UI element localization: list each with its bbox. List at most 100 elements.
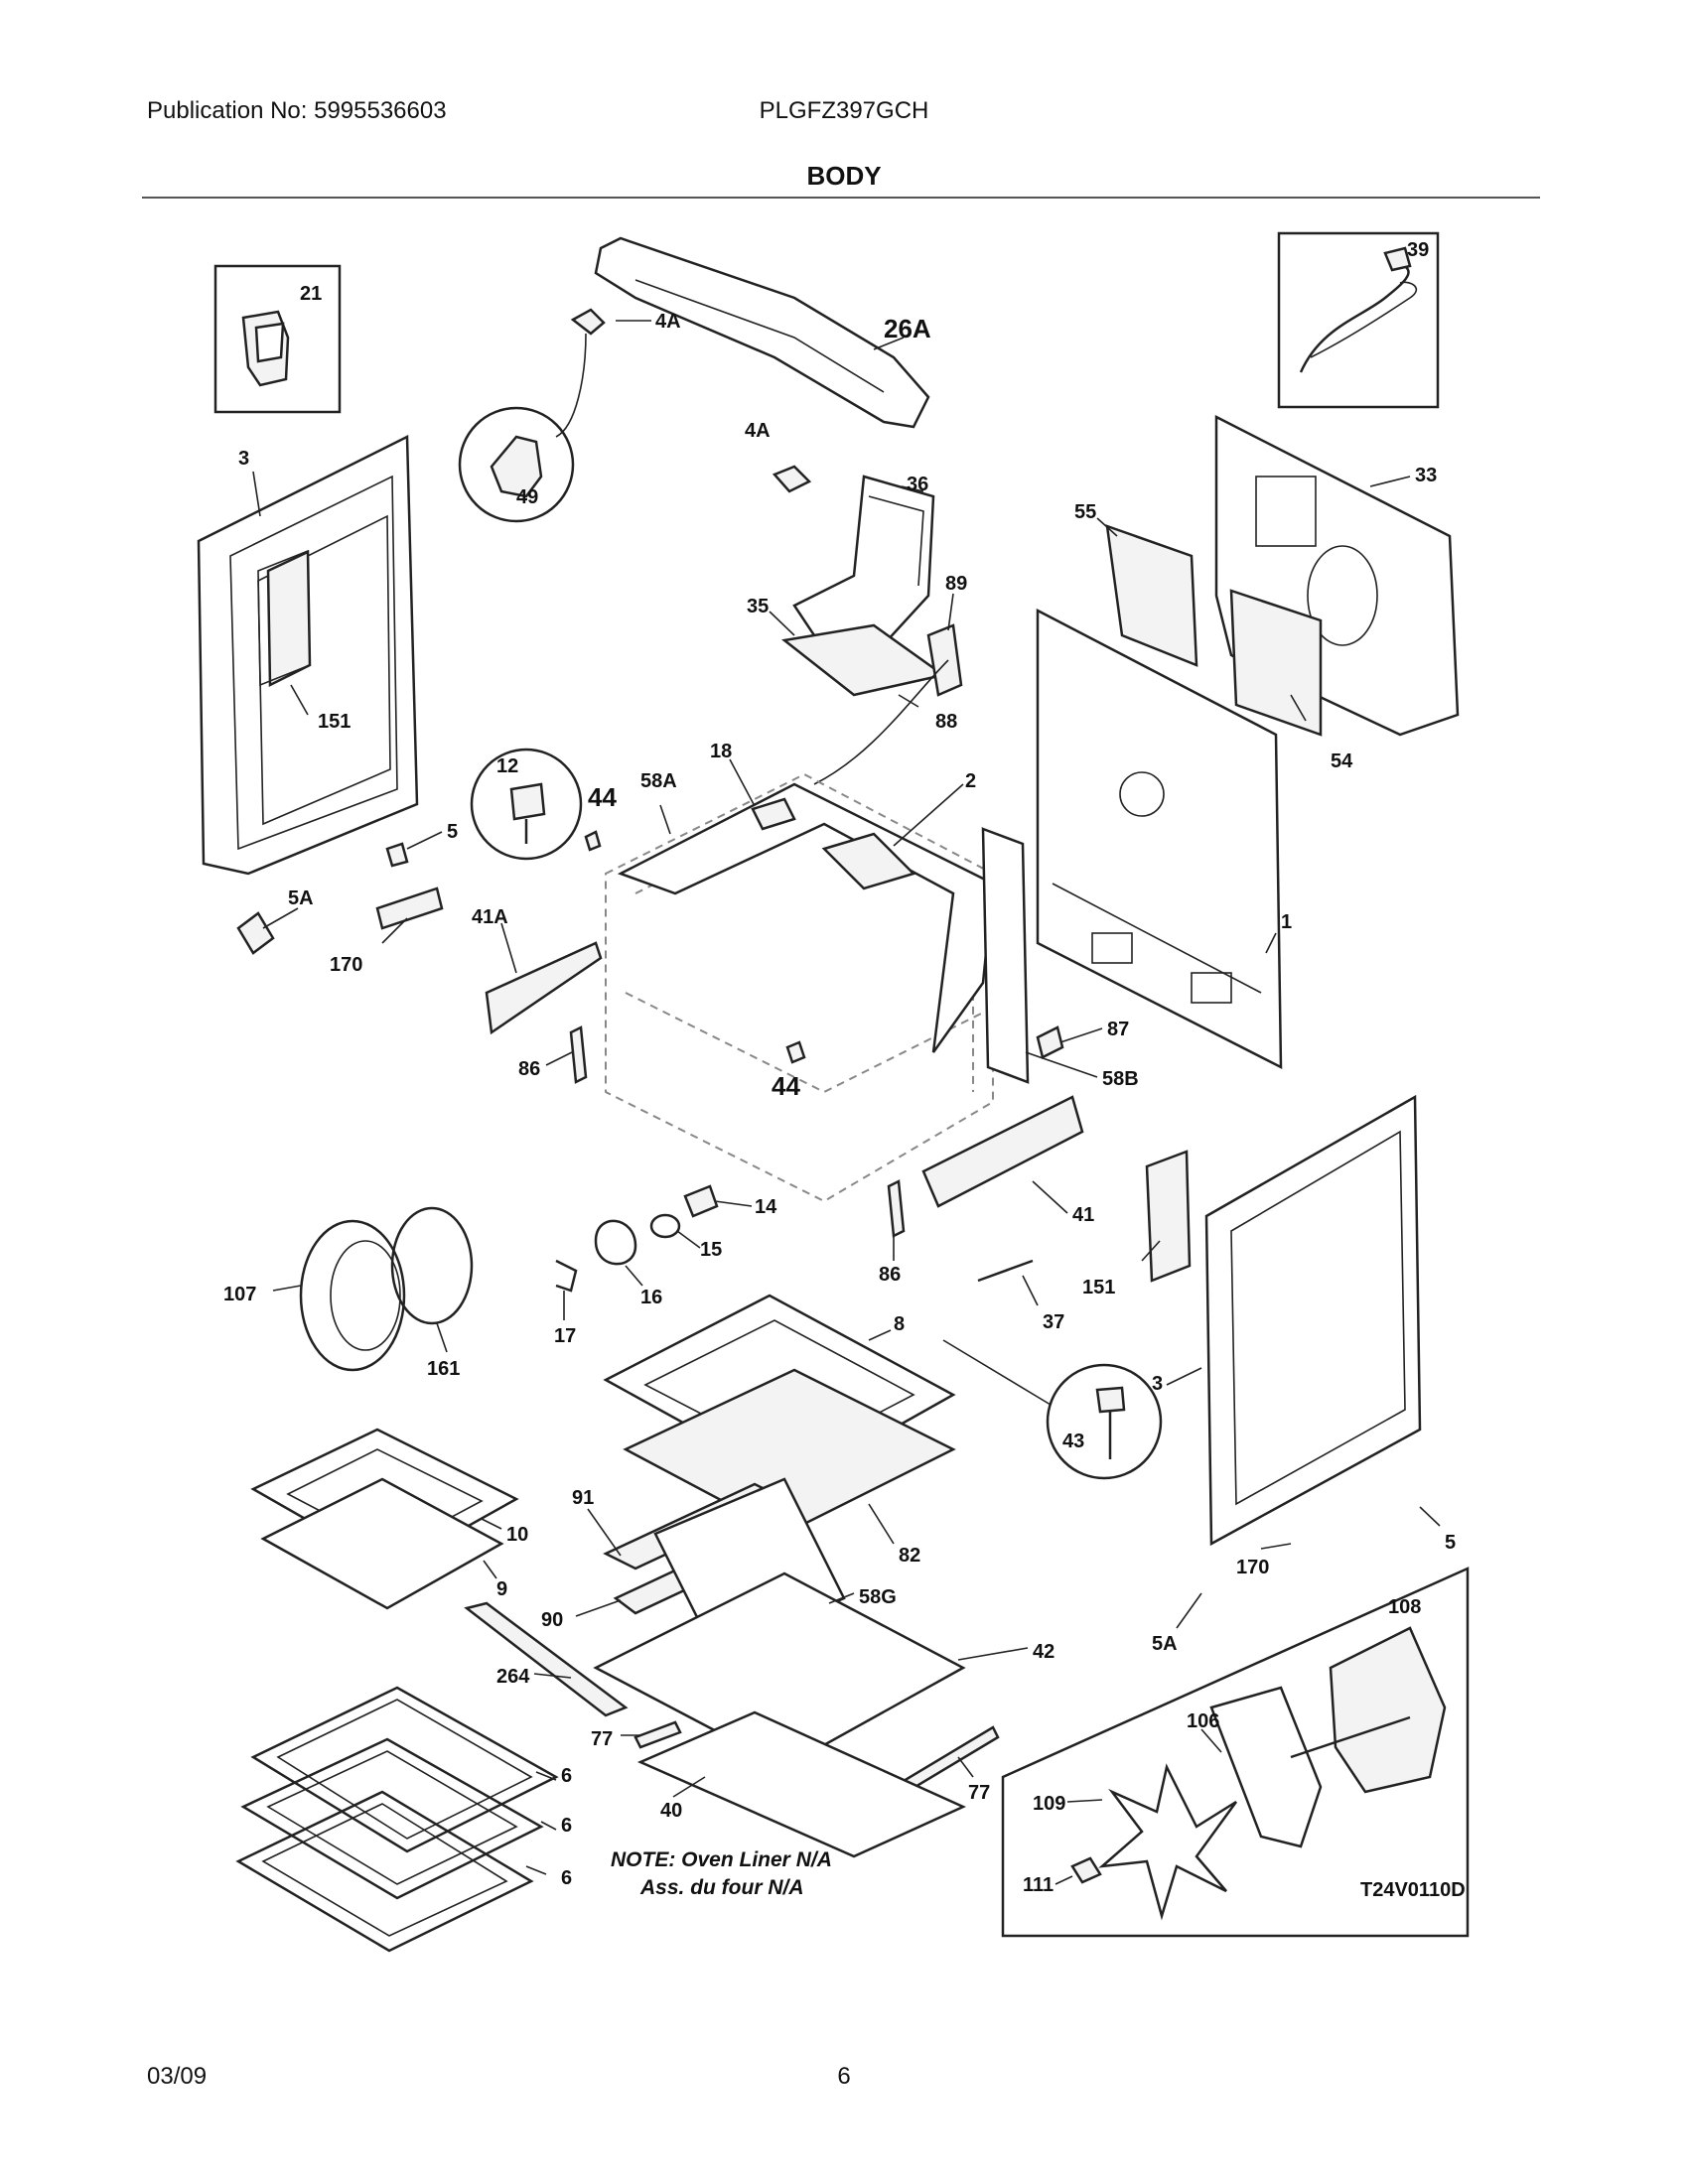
inset-box-21 — [213, 264, 342, 414]
right-door-3 — [1204, 1094, 1422, 1547]
callout-151-right: 151 — [1082, 1277, 1115, 1298]
footer-date: 03/09 — [147, 2063, 208, 2090]
part-89-88 — [813, 623, 963, 785]
callout-86-left: 86 — [518, 1058, 540, 1080]
hinge-170-left — [375, 887, 444, 930]
bracket-86-mid — [887, 1179, 906, 1238]
fan-blade-109 — [1098, 1763, 1238, 1921]
screw-5-left — [385, 842, 409, 868]
callout-151-left: 151 — [318, 711, 351, 733]
callout-6-a: 6 — [561, 1765, 572, 1787]
callout-8: 8 — [894, 1313, 905, 1335]
bracket-87 — [1036, 1025, 1064, 1059]
callout-44-mid: 44 — [772, 1071, 800, 1101]
callout-40: 40 — [660, 1800, 682, 1822]
bracket-4a-top — [570, 308, 606, 336]
gasket-161 — [390, 1206, 474, 1325]
oven-cavity-outline — [605, 772, 994, 1203]
note-line-2: Ass. du four N/A — [639, 1876, 804, 1899]
callout-86-mid: 86 — [879, 1264, 901, 1286]
callout-90: 90 — [541, 1609, 563, 1631]
callout-82: 82 — [899, 1545, 920, 1567]
callout-26a: 26A — [884, 314, 931, 343]
convection-fan-inset — [1001, 1567, 1470, 1938]
callout-109: 109 — [1033, 1793, 1065, 1815]
callout-4a-mid: 4A — [745, 420, 771, 442]
callout-5-right: 5 — [1445, 1532, 1456, 1554]
callout-16: 16 — [640, 1287, 662, 1308]
diagram-code: T24V0110D — [1360, 1879, 1466, 1901]
callout-42: 42 — [1033, 1641, 1055, 1663]
callout-18: 18 — [710, 741, 732, 762]
oven-rack-6-a — [250, 1686, 559, 1853]
part-2 — [821, 832, 916, 890]
model-number: PLGFZ397GCH — [759, 97, 929, 124]
callout-170-left: 170 — [330, 954, 362, 976]
insulation-58a — [617, 782, 995, 1053]
callout-41: 41 — [1072, 1204, 1094, 1226]
detail-circle-49 — [458, 406, 575, 523]
part-55 — [1105, 524, 1198, 667]
bracket-86-left — [569, 1025, 588, 1084]
callout-5a-right: 5A — [1152, 1633, 1178, 1655]
rear-panel-1 — [1036, 608, 1283, 1070]
callout-12: 12 — [496, 755, 518, 777]
broiler-pan-9 — [260, 1477, 504, 1610]
callout-43: 43 — [1062, 1431, 1084, 1452]
callout-77-right: 77 — [968, 1782, 990, 1804]
callout-44-top: 44 — [588, 782, 617, 812]
callout-87: 87 — [1107, 1019, 1129, 1040]
clip-17 — [555, 1259, 578, 1293]
bulb-15 — [649, 1213, 681, 1239]
callout-264: 264 — [496, 1666, 530, 1688]
inset-box-39 — [1277, 231, 1440, 409]
rail-264 — [464, 1601, 629, 1717]
detail-circle-43 — [1046, 1363, 1163, 1480]
callout-15: 15 — [700, 1239, 722, 1261]
callout-4a-top: 4A — [655, 311, 681, 333]
callout-41a: 41A — [472, 906, 508, 928]
callout-2: 2 — [965, 770, 976, 792]
footer-page-number: 6 — [837, 2063, 851, 2090]
callout-6-b: 6 — [561, 1815, 572, 1837]
part-18 — [751, 797, 796, 831]
callout-91: 91 — [572, 1487, 594, 1509]
callout-54: 54 — [1331, 751, 1353, 772]
callout-9: 9 — [496, 1578, 507, 1600]
callout-170-right: 170 — [1236, 1557, 1269, 1578]
callout-6-c: 6 — [561, 1867, 572, 1889]
part-44-top — [584, 830, 602, 852]
oven-rack-6-b — [240, 1737, 544, 1900]
publication-number: Publication No: 5995536603 — [147, 97, 447, 124]
callout-1: 1 — [1281, 911, 1292, 933]
callout-88: 88 — [935, 711, 957, 733]
fan-cover-107 — [299, 1219, 406, 1372]
part-44-mid — [785, 1040, 806, 1064]
callout-5a-left: 5A — [288, 887, 314, 909]
panel-40 — [636, 1710, 967, 1858]
panel-54 — [1229, 589, 1323, 737]
callout-17: 17 — [554, 1325, 576, 1347]
section-title: BODY — [806, 161, 882, 191]
nut-111 — [1070, 1856, 1102, 1884]
callout-108: 108 — [1388, 1596, 1421, 1618]
callout-49: 49 — [516, 486, 538, 508]
callout-35: 35 — [747, 596, 769, 617]
callout-5-left: 5 — [447, 821, 458, 843]
callout-58a: 58A — [640, 770, 677, 792]
hinge-5a-left — [236, 911, 275, 955]
bracket-151-left — [257, 549, 311, 687]
callout-77-left: 77 — [591, 1728, 613, 1750]
callout-58g: 58G — [859, 1586, 897, 1608]
callout-14: 14 — [755, 1196, 777, 1218]
detail-circle-12 — [470, 748, 583, 861]
callout-107: 107 — [223, 1284, 256, 1305]
callout-106: 106 — [1187, 1710, 1219, 1732]
motor-108 — [1329, 1626, 1447, 1794]
callout-161: 161 — [427, 1358, 460, 1380]
callout-111: 111 — [1023, 1874, 1054, 1896]
oven-rack-6-c — [235, 1790, 534, 1953]
callout-58b: 58B — [1102, 1068, 1139, 1090]
rail-41 — [921, 1095, 1084, 1208]
